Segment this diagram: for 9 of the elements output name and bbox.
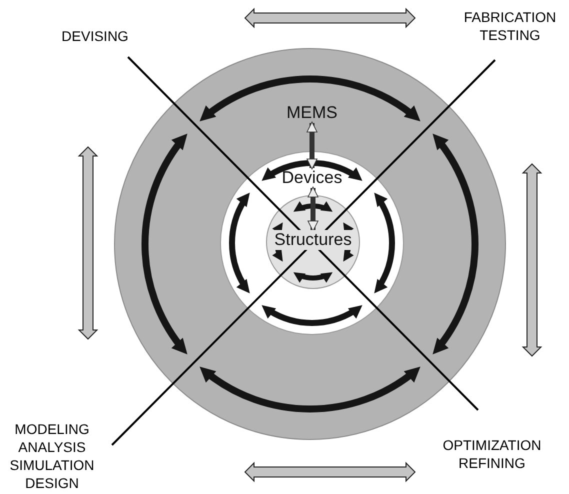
level-label: Devices	[280, 168, 344, 188]
phase-label: MODELING ANALYSIS SIMULATION DESIGN	[8, 420, 96, 492]
double-arrow	[306, 122, 318, 170]
phase-label: DEVISING	[60, 27, 130, 45]
phase-label: OPTIMIZATION REFINING	[442, 436, 542, 472]
phase-label: FABRICATION TESTING	[462, 8, 558, 44]
level-label: MEMS	[284, 103, 340, 123]
double-arrow	[308, 186, 318, 232]
level-label: Structures	[272, 230, 354, 250]
